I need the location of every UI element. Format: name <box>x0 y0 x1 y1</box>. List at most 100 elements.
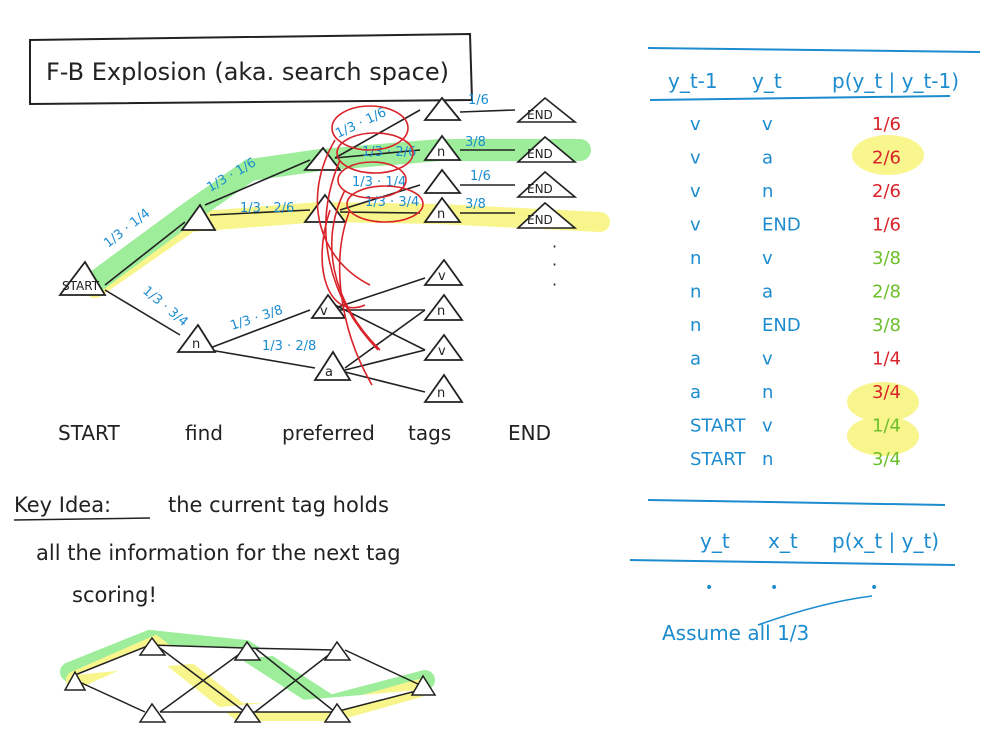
node-n1: n <box>176 323 217 353</box>
trans-cell-2-1: n <box>762 181 773 202</box>
trans-cell-10-1: n <box>762 449 773 470</box>
label-r1: 1/3 · 1/6 <box>333 105 389 142</box>
word-find: find <box>185 421 223 445</box>
svg-text:n: n <box>437 386 445 401</box>
svg-text:n: n <box>437 304 445 319</box>
word-end: END <box>508 421 551 445</box>
svg-text:START: START <box>62 279 100 293</box>
edge-start-n <box>104 289 181 336</box>
emit-header-word: x_t <box>768 529 798 553</box>
trans-cell-5-2: 2/8 <box>872 282 901 303</box>
label-e2: 3/8 <box>465 135 486 150</box>
trans-cell-9-0: START <box>690 416 747 437</box>
emit-header-tag: y_t <box>700 529 730 553</box>
svg-text:a: a <box>325 365 333 380</box>
edge-e1 <box>459 109 516 113</box>
label-n-a: 1/3 · 2/8 <box>262 339 316 354</box>
trans-cell-9-1: v <box>762 416 773 437</box>
svg-text:n: n <box>437 207 445 222</box>
trans-cell-4-2: 3/8 <box>872 248 901 269</box>
trans-cell-10-2: 3/4 <box>872 449 901 470</box>
mini-lattice <box>63 636 437 723</box>
trans-cell-0-0: v <box>690 114 701 135</box>
edge-a2-n <box>344 371 426 393</box>
trans-header-prev: y_t-1 <box>668 69 718 93</box>
node-nv: v <box>310 293 347 319</box>
svg-text:v: v <box>438 269 446 284</box>
label-start-n: 1/3 · 3/4 <box>139 284 190 330</box>
trans-cell-8-1: n <box>762 382 773 403</box>
key-idea-heading: Key Idea: <box>14 493 111 517</box>
node-r4: n <box>423 196 462 223</box>
red-annotations <box>316 105 424 386</box>
highlight-2-6 <box>852 135 924 175</box>
label-r4: 1/3 · 3/4 <box>365 195 419 210</box>
trans-cell-1-2: 2/6 <box>872 148 901 169</box>
trans-cell-2-2: 2/6 <box>872 181 901 202</box>
trans-cell-8-0: a <box>690 382 701 403</box>
key-idea-line2: all the information for the next tag <box>36 541 401 565</box>
svg-text:END: END <box>527 213 553 227</box>
trans-cell-5-0: n <box>690 282 701 303</box>
svg-text:n: n <box>192 337 200 352</box>
end-node-1: END <box>515 96 578 123</box>
trans-cell-9-2: 1/4 <box>872 416 901 437</box>
trans-cell-2-0: v <box>690 181 701 202</box>
trans-cell-3-1: END <box>762 215 801 236</box>
emit-header-prob: p(x_t | y_t) <box>832 529 939 553</box>
end-node-2: END <box>515 135 578 163</box>
trans-cell-7-2: 1/4 <box>872 349 901 370</box>
ellipsis-3: · <box>552 275 557 294</box>
label-v-a: 1/3 · 2/6 <box>240 201 294 216</box>
key-idea-line1: the current tag holds <box>168 493 389 517</box>
emission-note: Assume all 1/3 <box>662 621 809 645</box>
trans-header-prob: p(y_t | y_t-1) <box>832 69 959 93</box>
trans-cell-0-2: 1/6 <box>872 114 901 135</box>
ellipsis-2: · <box>552 255 557 274</box>
svg-text:END: END <box>527 108 553 122</box>
trans-cell-6-0: n <box>690 315 701 336</box>
label-n-v: 1/3 · 3/8 <box>229 303 285 334</box>
trans-cell-10-0: START <box>690 449 747 470</box>
node-s1: v <box>423 258 464 286</box>
label-e1: 1/6 <box>468 93 489 108</box>
emit-row-word: • <box>770 580 778 596</box>
edge-start-v <box>104 221 186 286</box>
ellipsis-1: · <box>552 237 557 256</box>
edge-n-v <box>209 309 311 349</box>
title-box: F-B Explosion (aka. search space) <box>29 32 474 106</box>
node-r3 <box>423 168 462 194</box>
trans-cell-3-2: 1/6 <box>872 215 901 236</box>
trans-cell-6-2: 3/8 <box>872 315 901 336</box>
trans-cell-1-1: a <box>762 148 773 169</box>
node-s3: v <box>423 333 464 361</box>
edge-v-a <box>209 209 311 216</box>
edge-r4 <box>339 211 421 214</box>
edge-n-a <box>209 349 316 369</box>
trans-cell-3-0: v <box>690 215 701 236</box>
svg-text:END: END <box>527 147 553 161</box>
svg-text:n: n <box>437 145 445 160</box>
end-nodes: END END END END · · · <box>515 96 578 294</box>
svg-text:v: v <box>320 304 328 319</box>
node-start: START <box>58 260 107 296</box>
key-idea-line3: scoring! <box>72 583 157 607</box>
trans-header-cur: y_t <box>752 69 782 93</box>
edge-v2-v <box>334 277 426 309</box>
sentence-row: START find preferred tags END <box>58 421 551 445</box>
node-v1 <box>180 203 217 231</box>
edge-v-v <box>204 159 311 206</box>
label-e4: 3/8 <box>465 197 486 212</box>
trans-cell-6-1: END <box>762 315 801 336</box>
trans-cell-7-0: a <box>690 349 701 370</box>
end-node-3: END <box>515 170 578 198</box>
node-s2: n <box>423 293 464 321</box>
trans-cell-0-1: v <box>762 114 773 135</box>
title-text: F-B Explosion (aka. search space) <box>46 58 449 86</box>
word-preferred: preferred <box>282 421 375 445</box>
node-r2: n <box>423 134 462 161</box>
label-r2: 1/3 · 2/6 <box>362 145 416 160</box>
trans-cell-5-1: a <box>762 282 773 303</box>
